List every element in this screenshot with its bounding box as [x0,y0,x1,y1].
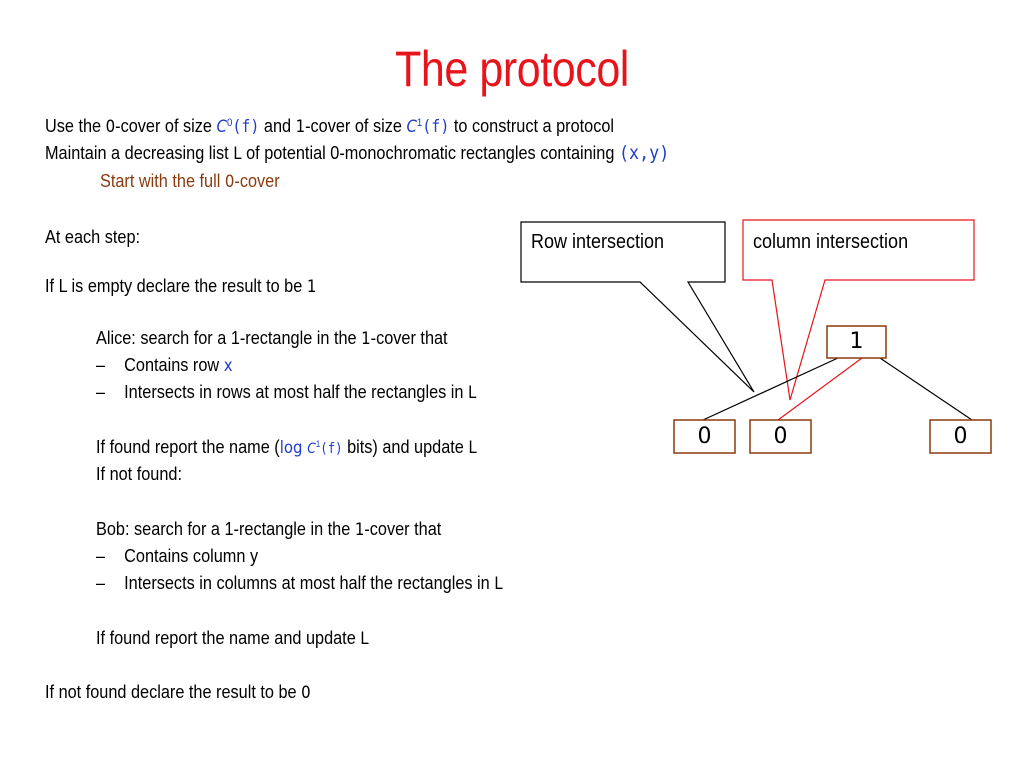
text: (f) [320,441,343,457]
text: Intersects in rows at most half the rect… [124,381,469,402]
leaf-node-2-label: 0 [773,424,788,449]
leaf-node-1-label: 0 [697,424,712,449]
text: 1 [306,277,317,297]
root-node [826,325,887,359]
leaf-node-3-label: 0 [953,424,968,449]
edge-root-middle [777,357,863,421]
at-each-step: At each step: [45,226,141,247]
column-intersection-callout [742,219,975,401]
text: (f) [422,117,450,137]
alice-intersect-item: –Intersects in rows at most half the rec… [96,381,476,403]
text: bits) and update [342,436,469,457]
text: Bob: search for a 1-rectangle in the [96,518,355,539]
text: (x,y) [618,142,670,164]
row-intersection-callout [520,221,755,393]
intro-line-1: Use the 0-cover of size C0(f) and 1-cove… [45,115,614,137]
text: log [279,438,308,458]
alice-row-item: –Contains row x [96,354,233,376]
text: Maintain a decreasing list [45,142,234,163]
text: L [468,438,477,458]
text: 1 [354,520,365,540]
row-intersection-label: Row intersection [531,231,665,253]
text: -cover that [370,327,448,348]
text: C [216,117,227,137]
edge-root-left [702,357,839,421]
text: -cover [234,170,280,191]
text: -cover that [364,518,442,539]
text: (f) [232,117,260,137]
leaf-node-2 [749,419,812,454]
leaf-node-3 [929,419,992,454]
text: -cover of size [115,115,217,136]
text: 0 [224,172,235,192]
alice-line: Alice: search for a 1-rectangle in the 1… [96,327,448,349]
text: If not found declare the result to be [45,681,302,702]
bob-column-item: –Contains column y [96,545,258,567]
final-line: If not found declare the result to be 0 [45,681,311,703]
text: C [406,117,417,137]
text: to construct a protocol [449,115,615,136]
text: L [468,383,477,403]
found-line: If found report the name (log C1(f) bits… [96,436,477,458]
text: of potential 0-monochromatic rectangles … [241,142,619,163]
leaf-node-1 [673,419,736,454]
empty-line: If L is empty declare the result to be 1 [45,275,316,297]
text: C [307,441,316,457]
text: L [233,144,242,164]
not-found-line: If not found: [96,463,182,484]
edge-root-right [879,357,973,421]
superscript: 1 [416,117,423,129]
text: If L is empty declare the result to be [45,275,307,296]
text: 0 [301,683,311,703]
text: Intersects in columns at most half the r… [124,572,495,593]
superscript: 1 [315,439,321,449]
text: -cover of size [305,115,407,136]
text: 1 [295,117,306,137]
text: L [494,574,503,594]
text: L [360,629,369,649]
dash: – [96,381,106,402]
superscript: 0 [226,117,233,129]
intro-line-3: Start with the full 0-cover [100,170,280,192]
text: Use the [45,115,106,136]
text: If found report the name ( [96,436,280,457]
text: Start with the full [100,170,225,191]
text: Contains row [124,354,224,375]
text: and [259,115,296,136]
bob-intersect-item: –Intersects in columns at most half the … [96,572,503,594]
dash: – [96,354,106,375]
column-intersection-label: column intersection [753,231,909,253]
text: Contains column y [124,545,259,566]
text: 0 [105,117,116,137]
dash: – [96,572,106,593]
page-title: The protocol [395,41,629,97]
text: If found report the name and update [96,627,361,648]
text: Alice: search for a 1-rectangle in the [96,327,362,348]
bob-found-line: If found report the name and update L [96,627,369,649]
dash: – [96,545,106,566]
text: x [223,356,233,376]
text: 1 [361,329,371,349]
root-node-label: 1 [849,329,864,354]
bob-line: Bob: search for a 1-rectangle in the 1-c… [96,518,441,540]
intro-line-2: Maintain a decreasing list L of potentia… [45,142,669,164]
